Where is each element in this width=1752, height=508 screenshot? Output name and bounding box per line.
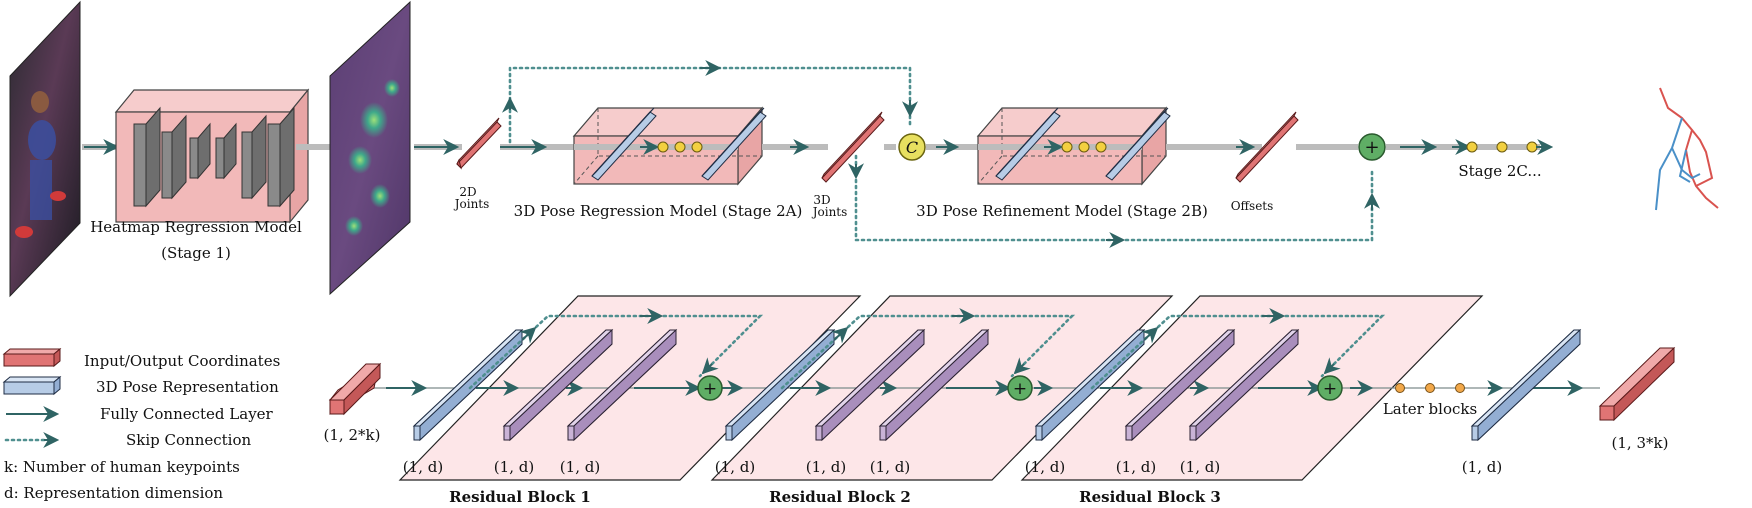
heatmap-regression-box (114, 88, 310, 224)
legend-repr-swatch (2, 375, 62, 396)
final-dim-label: (1, d) (1462, 458, 1502, 476)
final-repr-bar (1470, 328, 1582, 442)
input-image (9, 0, 81, 298)
offsets-label: Offsets (1231, 199, 1274, 213)
offsets-bar (1235, 111, 1299, 183)
plus-symbol: + (1364, 137, 1379, 158)
rb3-dim-1: (1, d) (1025, 458, 1065, 476)
rb2-dim-3: (1, d) (870, 458, 910, 476)
heatmap-model-label: Heatmap Regression Model (90, 218, 302, 236)
connector-plus-to-stage2c (1386, 139, 1554, 155)
rb1-label: Residual Block 1 (449, 488, 591, 506)
plus-node-top: + (1358, 133, 1386, 161)
stage2a-label: 3D Pose Regression Model (Stage 2A) (514, 202, 803, 220)
legend: Input/Output Coordinates 3D Pose Represe… (2, 347, 280, 502)
stage2c-label: Stage 2C... (1458, 162, 1541, 180)
2d-joints-bar (456, 117, 502, 170)
concat-node: C (884, 133, 926, 161)
rb1-dim-1: (1, d) (403, 458, 443, 476)
stage1-label: (Stage 1) (161, 244, 231, 262)
rb1-dim-3: (1, d) (560, 458, 600, 476)
later-blocks-label: Later blocks (1383, 400, 1477, 418)
input-dim-label: (1, 2*k) (324, 426, 381, 444)
rb2-dim-2: (1, d) (806, 458, 846, 476)
rb2-plus: + (1007, 375, 1033, 401)
rb2-layers (724, 328, 990, 442)
stage2b-label: 3D Pose Refinement Model (Stage 2B) (916, 202, 1208, 220)
legend-fc-label: Fully Connected Layer (100, 405, 274, 423)
output-coords-bar (1598, 346, 1676, 422)
rb1-dim-2: (1, d) (494, 458, 534, 476)
2d-joints-label-a: 2D (459, 185, 476, 199)
3d-joints-bar (821, 111, 885, 183)
rb3-plus-symbol: + (1323, 379, 1337, 399)
legend-k-def: k: Number of human keypoints (4, 458, 240, 476)
3d-joints-label-b: Joints (811, 205, 848, 219)
legend-repr-label: 3D Pose Representation (96, 378, 279, 396)
legend-io-label: Input/Output Coordinates (84, 352, 280, 370)
rb2-label: Residual Block 2 (769, 488, 911, 506)
rb3-skip (1090, 308, 1386, 390)
input-coords-bar (328, 362, 382, 416)
rb3-dim-2: (1, d) (1116, 458, 1156, 476)
rb1-skip (468, 308, 764, 390)
rb3-label: Residual Block 3 (1079, 488, 1221, 506)
heatmap-image (329, 0, 411, 296)
rb1-layers (412, 328, 678, 442)
skip-2d-to-concat (502, 60, 918, 144)
rb3-dim-3: (1, d) (1180, 458, 1220, 476)
conv-slabs (133, 106, 295, 208)
stage2b-box (976, 106, 1171, 186)
rb1-plus: + (697, 375, 723, 401)
rb2-dim-1: (1, d) (715, 458, 755, 476)
2d-joints-label-b: Joints (453, 197, 490, 211)
skip-3d-to-plus (848, 154, 1380, 248)
legend-d-def: d: Representation dimension (4, 484, 223, 502)
rb3-layers (1034, 328, 1300, 442)
legend-io-swatch (2, 347, 62, 368)
rb2-skip (780, 308, 1076, 390)
output-dim-label: (1, 3*k) (1612, 434, 1669, 452)
rb2-plus-symbol: + (1013, 379, 1027, 399)
rb1-plus-symbol: + (703, 379, 717, 399)
concat-symbol: C (906, 138, 918, 157)
output-skeleton (1655, 87, 1719, 211)
later-blocks-dots (1395, 383, 1465, 393)
legend-skip-label: Skip Connection (126, 431, 251, 449)
3d-joints-label-a: 3D (813, 193, 830, 207)
rb3-plus: + (1317, 375, 1343, 401)
stage2a-box (572, 106, 767, 186)
